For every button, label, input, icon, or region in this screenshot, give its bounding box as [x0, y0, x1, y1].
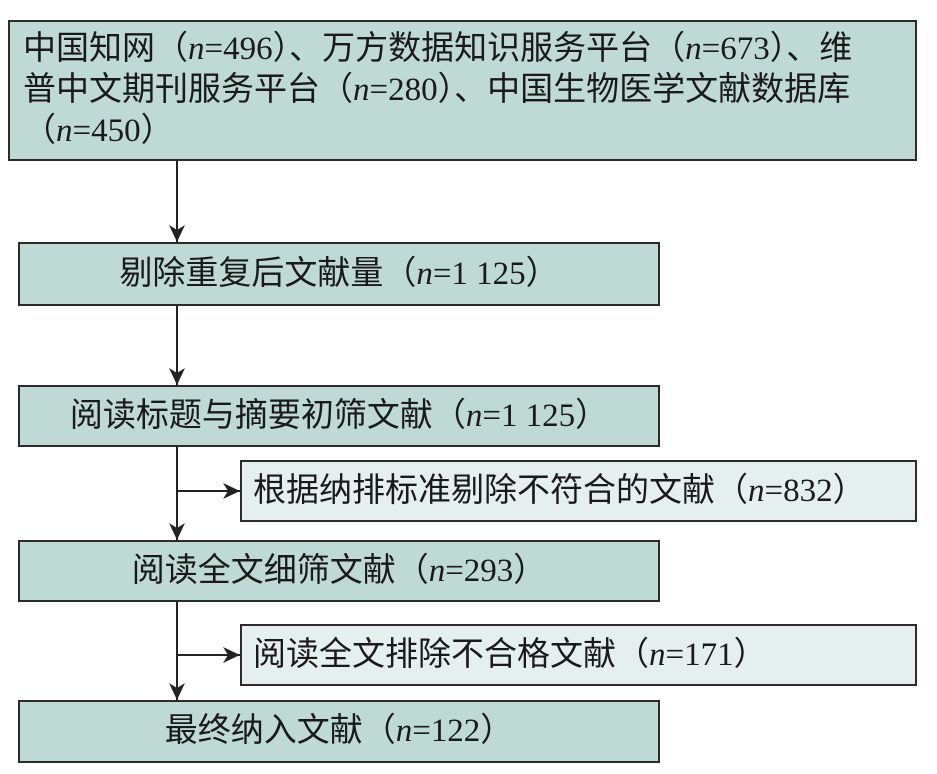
title-abstract-screening-box: 阅读标题与摘要初筛文献（n=1 125）: [18, 385, 660, 447]
excluded-by-criteria-label: 根据纳排标准剔除不符合的文献（n=832）: [253, 472, 866, 509]
deduplicated-label: 剔除重复后文献量（n=1 125）: [119, 255, 559, 292]
deduplicated-box: 剔除重复后文献量（n=1 125）: [18, 242, 660, 306]
sources-line-3: （n=450）: [23, 113, 174, 149]
database-sources-box: 中国知网（n=496）、万方数据知识服务平台（n=673）、维 普中文期刊服务平…: [8, 20, 917, 161]
title-abstract-screening-label: 阅读标题与摘要初筛文献（n=1 125）: [69, 397, 609, 434]
excluded-fulltext-box: 阅读全文排除不合格文献（n=171）: [240, 624, 917, 686]
sources-line-2: 普中文期刊服务平台（n=280）、中国生物医学文献数据库: [23, 72, 851, 108]
fulltext-screening-label: 阅读全文细筛文献（n=293）: [131, 552, 547, 589]
sources-line-1: 中国知网（n=496）、万方数据知识服务平台（n=673）、维: [23, 31, 853, 67]
final-included-label: 最终纳入文献（n=122）: [164, 713, 514, 749]
excluded-fulltext-label: 阅读全文排除不合格文献（n=171）: [253, 636, 767, 673]
final-included-box: 最终纳入文献（n=122）: [18, 700, 660, 763]
fulltext-screening-box: 阅读全文细筛文献（n=293）: [18, 540, 660, 602]
excluded-by-criteria-box: 根据纳排标准剔除不符合的文献（n=832）: [240, 460, 917, 522]
